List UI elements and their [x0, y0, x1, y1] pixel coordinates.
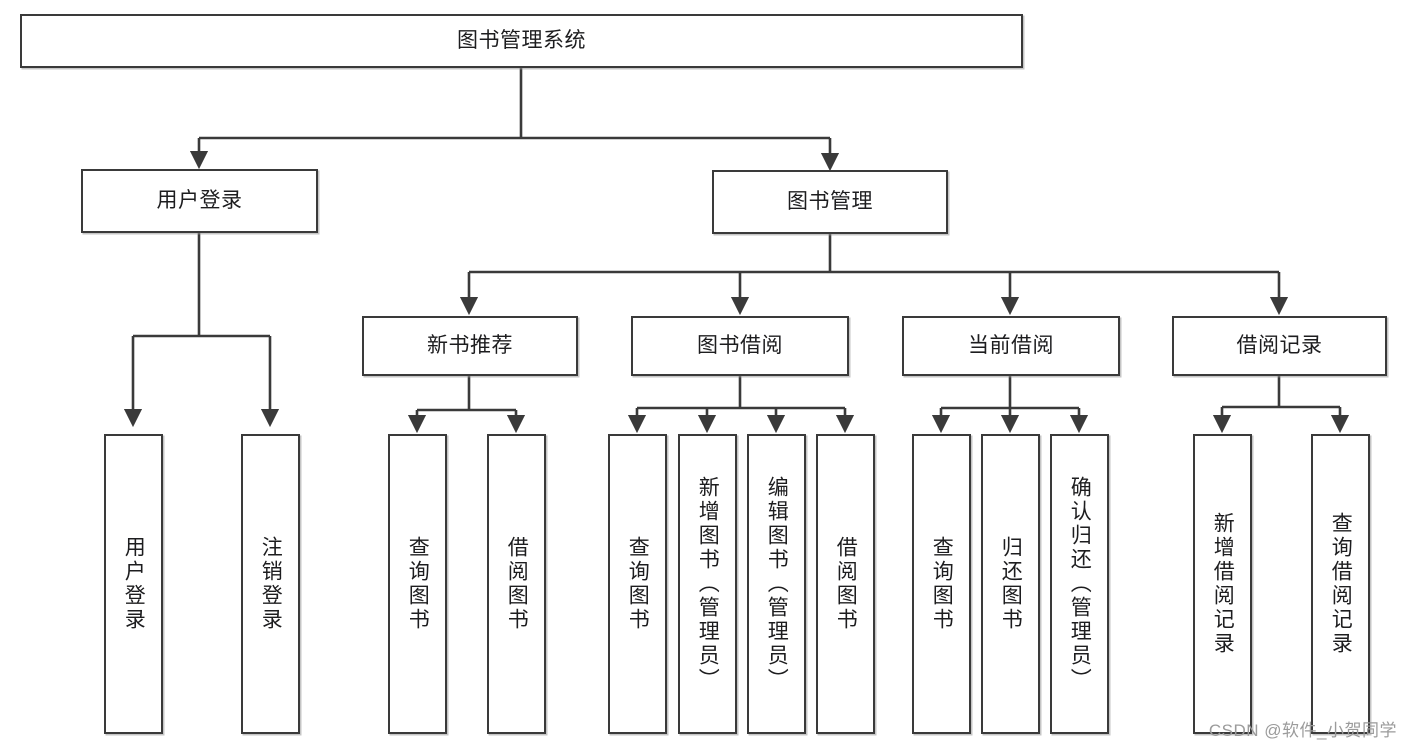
- edge-group-book-manage: [459, 234, 1289, 316]
- edge-group-new-book-recommend: [407, 376, 526, 434]
- node-leaf-return-book[interactable]: 归还图书: [981, 434, 1040, 734]
- node-leaf-edit-book[interactable]: 编辑图书（管理员）: [747, 434, 806, 734]
- node-leaf-add-book[interactable]: 新增图书（管理员）: [678, 434, 737, 734]
- node-leaf-borrow-book-2-label: 借阅图书: [834, 536, 858, 632]
- node-leaf-borrow-book-1-label: 借阅图书: [505, 536, 529, 632]
- node-leaf-logout-label: 注销登录: [259, 536, 283, 632]
- node-leaf-query-book-3-label: 查询图书: [930, 536, 954, 632]
- node-current-borrow-label: 当前借阅: [968, 334, 1054, 358]
- edge-group-root: [189, 68, 840, 172]
- node-leaf-query-record-label: 查询借阅记录: [1329, 512, 1353, 656]
- node-leaf-user-login-label: 用户登录: [122, 536, 146, 632]
- node-borrow-record[interactable]: 借阅记录: [1172, 316, 1387, 376]
- node-root[interactable]: 图书管理系统: [20, 14, 1023, 68]
- node-current-borrow[interactable]: 当前借阅: [902, 316, 1120, 376]
- edge-group-current-borrow: [931, 376, 1089, 434]
- edge-group-book-borrow: [627, 376, 855, 434]
- node-new-book-recommend-label: 新书推荐: [427, 334, 513, 358]
- node-leaf-add-record-label: 新增借阅记录: [1211, 512, 1235, 656]
- node-leaf-confirm-return[interactable]: 确认归还（管理员）: [1050, 434, 1109, 734]
- node-user-login[interactable]: 用户登录: [81, 169, 318, 233]
- node-leaf-query-book-1[interactable]: 查询图书: [388, 434, 447, 734]
- node-book-borrow[interactable]: 图书借阅: [631, 316, 849, 376]
- node-book-borrow-label: 图书借阅: [697, 334, 783, 358]
- node-leaf-logout[interactable]: 注销登录: [241, 434, 300, 734]
- node-leaf-query-record[interactable]: 查询借阅记录: [1311, 434, 1370, 734]
- node-leaf-borrow-book-2[interactable]: 借阅图书: [816, 434, 875, 734]
- node-leaf-query-book-2-label: 查询图书: [626, 536, 650, 632]
- node-leaf-borrow-book-1[interactable]: 借阅图书: [487, 434, 546, 734]
- node-book-manage-label: 图书管理: [787, 190, 873, 214]
- node-leaf-confirm-return-label: 确认归还（管理员）: [1068, 476, 1092, 692]
- edge-group-user-login: [123, 233, 280, 428]
- node-leaf-edit-book-label: 编辑图书（管理员）: [765, 476, 789, 692]
- node-leaf-user-login[interactable]: 用户登录: [104, 434, 163, 734]
- edge-group-borrow-record: [1212, 376, 1350, 434]
- node-leaf-query-book-1-label: 查询图书: [406, 536, 430, 632]
- node-book-manage[interactable]: 图书管理: [712, 170, 948, 234]
- node-new-book-recommend[interactable]: 新书推荐: [362, 316, 578, 376]
- node-leaf-query-book-3[interactable]: 查询图书: [912, 434, 971, 734]
- node-leaf-return-book-label: 归还图书: [999, 536, 1023, 632]
- node-leaf-add-record[interactable]: 新增借阅记录: [1193, 434, 1252, 734]
- node-leaf-query-book-2[interactable]: 查询图书: [608, 434, 667, 734]
- node-root-label: 图书管理系统: [457, 29, 586, 53]
- node-user-login-label: 用户登录: [156, 189, 243, 213]
- node-borrow-record-label: 借阅记录: [1236, 334, 1323, 358]
- node-leaf-add-book-label: 新增图书（管理员）: [696, 476, 720, 692]
